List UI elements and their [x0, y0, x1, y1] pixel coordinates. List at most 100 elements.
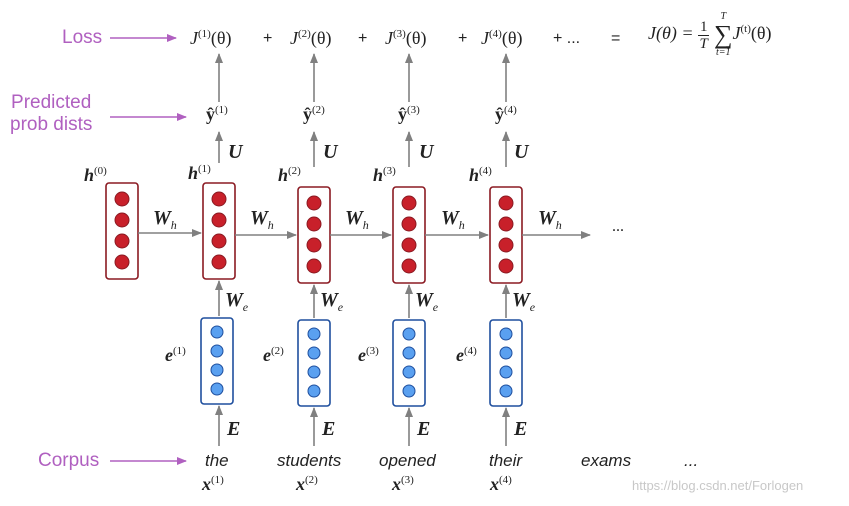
- total-loss-sum: T∑t=1: [713, 11, 733, 58]
- x-label-4: x(4): [490, 474, 512, 494]
- loss-label: Loss: [62, 27, 103, 48]
- h-label-3: h(3): [373, 165, 396, 185]
- h-label-1: h(1): [188, 163, 211, 183]
- x-label-3: x(3): [392, 474, 414, 494]
- wh-label-1: Wh: [153, 207, 177, 232]
- hidden-neuron-h1-3: [211, 233, 227, 249]
- hidden-neuron-h0-3: [114, 233, 130, 249]
- hidden-neuron-h0-1: [114, 191, 130, 207]
- yhat-label-4: ŷ(4): [495, 104, 517, 124]
- embedding-box-3: [392, 319, 426, 407]
- predicted-label-line2: prob dists: [10, 114, 93, 135]
- e-matrix-label-4: E: [514, 418, 528, 440]
- word-their: their: [489, 451, 523, 470]
- wh-label-4: Wh: [441, 207, 465, 232]
- plus-sign-3: +: [458, 30, 468, 47]
- predicted-label-line1: Predicted: [11, 92, 92, 113]
- hidden-neuron-h2-2: [306, 216, 322, 232]
- e-matrix-label-3: E: [417, 418, 431, 440]
- we-label-1: We: [225, 289, 249, 314]
- watermark: https://blog.csdn.net/Forlogen: [632, 478, 804, 493]
- equals-sign: =: [611, 30, 621, 47]
- hidden-neuron-h1-4: [211, 254, 227, 270]
- x-label-1: x(1): [202, 474, 224, 494]
- hidden-neuron-h4-1: [498, 195, 514, 211]
- wh-label-3: Wh: [345, 207, 369, 232]
- e-label-3: e(3): [358, 345, 379, 365]
- h-label-4: h(4): [469, 165, 492, 185]
- hidden-neuron-h0-2: [114, 212, 130, 228]
- hidden-neuron-h3-4: [401, 258, 417, 274]
- plus-sign-2: +: [358, 30, 368, 47]
- plus-sign-1: +: [263, 30, 273, 47]
- e-label-1: e(1): [165, 345, 186, 365]
- embedding-box-1: [200, 317, 234, 405]
- u-label-2: U: [323, 141, 338, 163]
- embedding-neuron-1-1: [210, 325, 224, 339]
- u-label-4: U: [514, 141, 529, 163]
- embedding-neuron-4-3: [499, 365, 513, 379]
- yhat-label-1: ŷ(1): [206, 104, 228, 124]
- embedding-neuron-1-2: [210, 344, 224, 358]
- we-label-2: We: [320, 289, 344, 314]
- hidden-neuron-h0-4: [114, 254, 130, 270]
- u-label-3: U: [419, 141, 434, 163]
- hidden-box-h1: [202, 182, 236, 280]
- loss-tail: + ...: [553, 30, 581, 47]
- hidden-neuron-h2-1: [306, 195, 322, 211]
- embedding-neuron-3-3: [402, 365, 416, 379]
- embedding-neuron-2-1: [307, 327, 321, 341]
- h-label-2: h(2): [278, 165, 301, 185]
- hidden-neuron-h1-1: [211, 191, 227, 207]
- embedding-neuron-2-2: [307, 346, 321, 360]
- word-exams: exams: [581, 451, 632, 470]
- we-label-4: We: [512, 289, 536, 314]
- word-the: the: [205, 451, 229, 470]
- hidden-neuron-h4-2: [498, 216, 514, 232]
- hidden-neuron-h1-2: [211, 212, 227, 228]
- yhat-label-2: ŷ(2): [303, 104, 325, 124]
- total-loss-lhs: J(θ) =: [648, 23, 694, 44]
- embedding-neuron-4-2: [499, 346, 513, 360]
- e-label-2: e(2): [263, 345, 284, 365]
- hidden-neuron-h3-3: [401, 237, 417, 253]
- embedding-neuron-4-1: [499, 327, 513, 341]
- hidden-neuron-h2-4: [306, 258, 322, 274]
- corpus-label: Corpus: [38, 450, 100, 471]
- hidden-neuron-h4-3: [498, 237, 514, 253]
- wh-label-2: Wh: [250, 207, 274, 232]
- yhat-label-3: ŷ(3): [398, 104, 420, 124]
- loss-term-1: J(1)(θ): [190, 28, 232, 48]
- wh-label-5: Wh: [538, 207, 562, 232]
- hidden-neuron-h3-1: [401, 195, 417, 211]
- word-students: students: [277, 451, 342, 470]
- hidden-neuron-h4-4: [498, 258, 514, 274]
- embedding-neuron-3-4: [402, 384, 416, 398]
- embedding-neuron-3-1: [402, 327, 416, 341]
- hidden-box-h0: [105, 182, 139, 280]
- loss-term-3: J(3)(θ): [385, 28, 427, 48]
- word-opened: opened: [379, 451, 436, 470]
- embedding-neuron-4-4: [499, 384, 513, 398]
- embedding-neuron-3-2: [402, 346, 416, 360]
- h0-label: h(0): [84, 165, 107, 185]
- embedding-box-2: [297, 319, 331, 407]
- loss-term-4: J(4)(θ): [481, 28, 523, 48]
- embedding-neuron-1-4: [210, 382, 224, 396]
- e-matrix-label-2: E: [322, 418, 336, 440]
- x-label-2: x(2): [296, 474, 318, 494]
- predicted-label: Predicted prob dists: [10, 92, 92, 136]
- we-label-3: We: [415, 289, 439, 314]
- hidden-neuron-h3-2: [401, 216, 417, 232]
- word-ellipsis: ...: [684, 451, 699, 470]
- e-label-4: e(4): [456, 345, 477, 365]
- embedding-neuron-2-4: [307, 384, 321, 398]
- embedding-box-4: [489, 319, 523, 407]
- loss-term-2: J(2)(θ): [290, 28, 332, 48]
- u-label-1: U: [228, 141, 243, 163]
- embedding-neuron-2-3: [307, 365, 321, 379]
- hidden-neuron-h2-3: [306, 237, 322, 253]
- e-matrix-label-1: E: [227, 418, 241, 440]
